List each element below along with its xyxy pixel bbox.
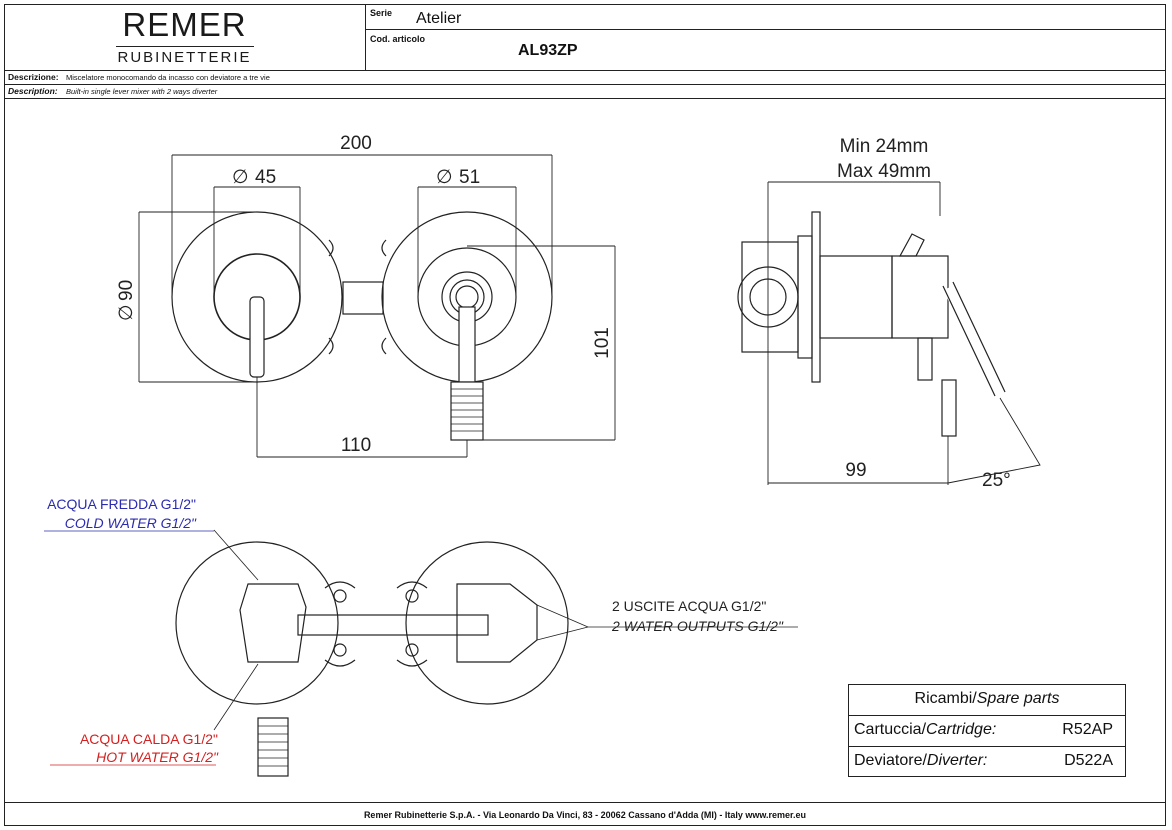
spare-name-en: Diverter: (926, 752, 988, 769)
back-right-body (456, 583, 538, 663)
dim-total-width: 200 (340, 133, 372, 154)
diameter-symbol-right: ∅ (436, 167, 453, 188)
back-view (175, 529, 589, 777)
description-en: Description: Built-in single lever mixer… (4, 85, 1166, 99)
side-lever-grip (941, 379, 957, 437)
side-lever-stem (917, 337, 933, 381)
footer-address: Remer Rubinetterie S.p.A. - Via Leonardo… (4, 802, 1166, 826)
code-label: Cod. articolo (370, 34, 426, 44)
back-hole-1 (333, 589, 347, 603)
lever-tilted (942, 281, 1006, 397)
description-en-text: Built-in single lever mixer with 2 ways … (66, 87, 218, 96)
back-hole-3 (405, 589, 419, 603)
back-grip-knurling (258, 725, 288, 767)
brand-name: REMER (122, 6, 247, 43)
right-lever-pivot (455, 285, 479, 309)
leader-lines (213, 529, 589, 731)
description-it-label: Descrizione: (8, 72, 59, 82)
spare-parts-table: Ricambi/Spare parts Cartuccia/Cartridge:… (848, 684, 1126, 777)
spare-name-it: Cartuccia/ (854, 721, 927, 738)
front-view: 200 ∅ 45 ∅ 51 ∅ 90 101 110 (116, 133, 616, 458)
spare-title-en: Spare parts (976, 690, 1060, 707)
serie-label: Serie (370, 8, 393, 18)
note-out-it: 2 USCITE ACQUA G1/2" (612, 598, 766, 614)
brand-subtitle: RUBINETTERIE (117, 49, 252, 66)
back-lugs (324, 581, 428, 667)
back-right-plate (405, 541, 569, 705)
spare-name-it: Deviatore/ (854, 752, 927, 769)
dim-side-depth: 99 (845, 460, 866, 481)
logo-block: REMER RUBINETTERIE (4, 4, 366, 71)
back-pipe (297, 614, 489, 636)
cover-plate-side (811, 211, 821, 383)
dim-depth-min: Min 24mm (840, 136, 929, 157)
dim-diameter-right: 51 (459, 167, 480, 188)
dim-diameter-left: 45 (255, 167, 276, 188)
dim-depth-max: Max 49mm (837, 161, 931, 182)
back-lever-grip (257, 717, 289, 777)
side-view: Min 24mm Max 49mm 99 25° (737, 136, 1041, 491)
spare-row-cartridge: Cartuccia/Cartridge: R52AP (849, 716, 1125, 747)
drawing-sheet (4, 4, 1166, 826)
description-it-text: Miscelatore monocomando da incasso con d… (66, 73, 270, 82)
plate-lugs (328, 239, 387, 355)
serie-row: Serie Atelier (366, 4, 1166, 30)
wall-flange (797, 235, 813, 359)
back-hole-4 (405, 643, 419, 657)
back-hole-2 (333, 643, 347, 657)
note-cold-it: ACQUA FREDDA G1/2" (47, 496, 196, 512)
note-out-en: 2 WATER OUTPUTS G1/2" (611, 618, 784, 634)
dim-angle: 25° (982, 470, 1011, 491)
note-hot-en: HOT WATER G1/2" (96, 749, 219, 765)
right-lever-stem (458, 306, 476, 383)
left-lever-stem (249, 296, 265, 378)
right-lever-grip (450, 381, 484, 441)
serie-value: Atelier (416, 10, 462, 27)
diverter-knob (898, 233, 925, 257)
spare-parts-title: Ricambi/Spare parts (849, 685, 1125, 716)
connecting-pipe (342, 281, 384, 315)
spare-title-it: Ricambi/ (914, 690, 977, 707)
spare-name-en: Cartridge: (926, 721, 997, 738)
title-block: Serie Atelier Cod. articolo AL93ZP (366, 4, 1166, 71)
handle-cap (891, 255, 949, 339)
side-dimension-lines (767, 181, 1041, 485)
spare-code: R52AP (1062, 721, 1113, 738)
dim-lever-span: 110 (341, 435, 371, 456)
handle-body (819, 255, 893, 339)
front-dimension-lines (138, 154, 616, 458)
brand-rule (116, 46, 254, 47)
description-it: Descrizione: Miscelatore monocomando da … (4, 71, 1166, 85)
spare-row-diverter: Deviatore/Diverter: D522A (849, 747, 1125, 778)
diameter-symbol-plate: ∅ (116, 304, 137, 321)
back-left-plate (175, 541, 339, 705)
note-hot-it: ACQUA CALDA G1/2" (80, 731, 218, 747)
back-left-body (239, 583, 307, 663)
spare-code: D522A (1064, 752, 1113, 769)
lever-tilted-mask (943, 285, 1005, 401)
dim-height-right: 101 (592, 327, 613, 359)
diameter-symbol-left: ∅ (232, 167, 249, 188)
description-en-label: Description: (8, 86, 58, 96)
code-value: AL93ZP (518, 42, 578, 59)
grip-knurling (451, 388, 483, 432)
note-cold-en: COLD WATER G1/2" (65, 515, 197, 531)
dim-diameter-plate: 90 (116, 280, 137, 301)
